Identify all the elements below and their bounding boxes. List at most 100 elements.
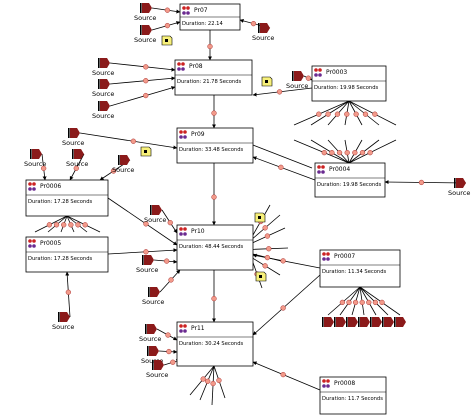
process-icon: [32, 244, 36, 248]
resource-node[interactable]: [140, 146, 152, 157]
source-icon: [32, 149, 42, 159]
source-node[interactable]: Source: [146, 360, 168, 379]
source-node[interactable]: [358, 317, 370, 327]
resource-node[interactable]: [255, 271, 267, 282]
source-node[interactable]: Source: [139, 324, 161, 343]
connector-line: [252, 144, 313, 169]
source-node[interactable]: Source: [24, 149, 46, 168]
link-marker: [143, 92, 149, 99]
process-icon: [186, 11, 190, 15]
source-node[interactable]: Source: [52, 312, 74, 331]
source-node[interactable]: Source: [134, 25, 156, 44]
connector-line: [109, 62, 176, 72]
connector-line: [252, 274, 321, 336]
source-bar: [145, 324, 147, 334]
link-marker: [352, 299, 359, 306]
link-marker: [130, 138, 137, 144]
source-node[interactable]: [382, 317, 394, 327]
source-bar: [150, 205, 152, 215]
source-node[interactable]: [322, 317, 334, 327]
source-node[interactable]: [334, 317, 346, 327]
process-duration: Duration: 17.28 Seconds: [28, 256, 93, 262]
source-bar: [58, 312, 60, 322]
source-label: Source: [144, 216, 166, 224]
process-duration: Duration: 33.48 Seconds: [179, 147, 244, 153]
link-marker: [205, 378, 211, 384]
process-duration: Duration: 19.98 Seconds: [317, 182, 382, 188]
resource-node[interactable]: [261, 76, 273, 87]
source-node[interactable]: [394, 317, 406, 327]
link-marker: [143, 64, 149, 70]
source-node[interactable]: Source: [66, 149, 88, 168]
resource-node[interactable]: [161, 35, 173, 46]
process-icon: [183, 135, 187, 139]
link-marker: [200, 376, 206, 382]
source-icon: [456, 178, 466, 188]
process-icon: [182, 6, 186, 10]
source-node[interactable]: Source: [112, 155, 134, 174]
link-marker: [316, 111, 322, 117]
source-node[interactable]: Source: [142, 287, 164, 306]
resource-node[interactable]: [254, 212, 266, 223]
connector-line: [293, 139, 350, 164]
source-node[interactable]: Source: [92, 101, 114, 120]
process-box-frame: [176, 224, 254, 271]
resource-glyph: [259, 275, 262, 278]
source-bar: [148, 287, 150, 297]
link-marker: [46, 222, 53, 228]
source-icon: [149, 346, 159, 356]
link-marker: [211, 295, 217, 302]
link-marker: [166, 348, 172, 355]
process-box-frame: [319, 249, 401, 288]
process-name: Pr11: [191, 325, 205, 332]
source-node[interactable]: Source: [448, 178, 470, 197]
process-icon: [322, 384, 326, 388]
process-icon: [28, 239, 32, 243]
source-icon: [147, 324, 157, 334]
source-label: Source: [62, 139, 84, 147]
source-icon: [150, 287, 160, 297]
process-icon: [181, 67, 185, 71]
source-node[interactable]: Source: [136, 255, 158, 274]
link-marker: [367, 150, 373, 156]
source-node[interactable]: Source: [92, 79, 114, 98]
source-node[interactable]: Source: [134, 3, 156, 22]
source-node[interactable]: Source: [144, 205, 166, 224]
source-node[interactable]: [370, 317, 382, 327]
link-markers: [41, 7, 425, 387]
process-duration: Duration: 11.7 Seconds: [322, 396, 383, 402]
source-node[interactable]: Source: [252, 23, 274, 42]
source-node[interactable]: [346, 317, 358, 327]
link-marker: [143, 221, 149, 227]
source-node[interactable]: Source: [62, 128, 84, 147]
process-icon: [318, 73, 322, 77]
process-box-frame: [314, 162, 386, 198]
connector-line: [107, 248, 178, 255]
source-node[interactable]: Source: [92, 58, 114, 77]
process-icon: [183, 329, 187, 333]
source-label: Source: [448, 189, 470, 197]
source-icon: [260, 23, 270, 33]
link-marker: [325, 111, 331, 117]
link-marker: [262, 225, 268, 231]
source-bar: [98, 79, 100, 89]
source-node[interactable]: Source: [286, 71, 308, 90]
link-marker: [110, 168, 117, 174]
source-bar: [382, 317, 384, 327]
process-icon: [317, 165, 321, 169]
link-marker: [264, 254, 271, 261]
link-marker: [68, 222, 74, 228]
source-bar: [322, 317, 324, 327]
process-icon: [28, 187, 32, 191]
